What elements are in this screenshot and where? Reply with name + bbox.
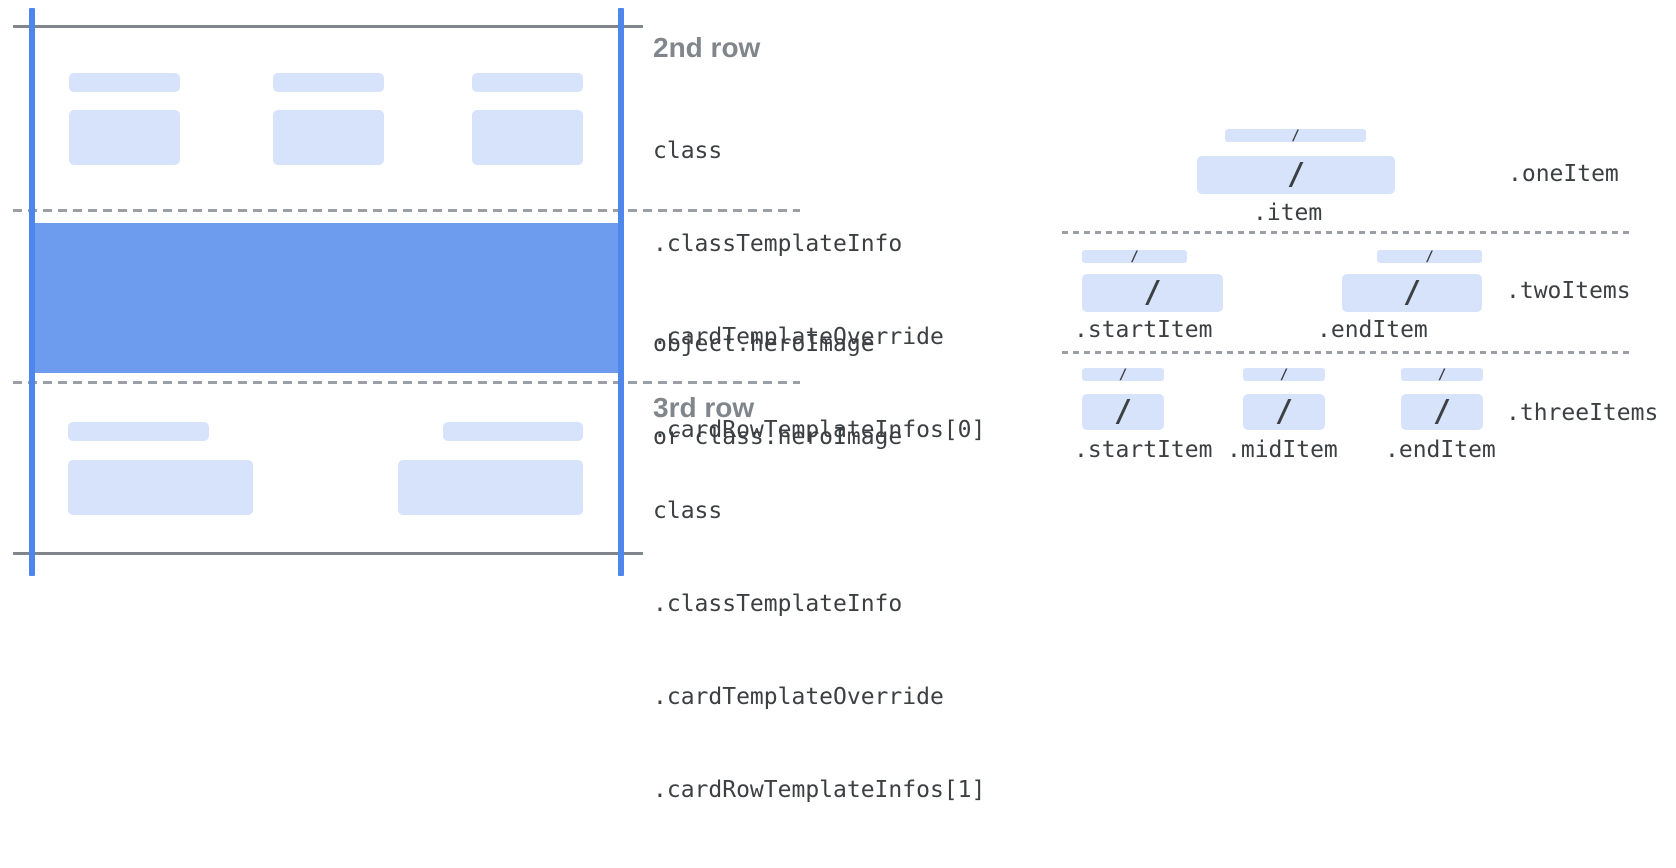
two-items-start-bar-placeholder: /	[1082, 248, 1187, 265]
row2-code-line: .cardRowTemplateInfos[0]	[653, 417, 986, 443]
row3-code-line: class	[653, 498, 723, 524]
slash-glyph: /	[1279, 366, 1289, 383]
one-item-bar-placeholder: /	[1225, 127, 1366, 144]
two-items-group-label: .twoItems	[1506, 278, 1631, 304]
three-items-end-label: .endItem	[1385, 437, 1496, 463]
slash-glyph: /	[1402, 275, 1422, 310]
one-item-group-label: .oneItem	[1508, 161, 1619, 187]
hero-code-line: object.heroImage	[653, 331, 875, 357]
slash-glyph: /	[1113, 394, 1133, 429]
row-items-diagram: / / .item .oneItem / / / / .startItem .e…	[1030, 100, 1676, 480]
three-items-end-bar-placeholder: /	[1401, 366, 1483, 383]
card-left-guide-line	[29, 8, 35, 576]
row2-hero-separator-dashed	[13, 209, 800, 212]
one-two-separator-dashed	[1062, 231, 1630, 234]
row3-col1-value-placeholder	[68, 460, 253, 515]
slash-glyph: /	[1291, 127, 1300, 144]
hero-row3-separator-dashed	[13, 381, 800, 384]
row3-heading: 3rd row	[653, 392, 755, 423]
two-items-start-label: .startItem	[1074, 317, 1213, 343]
card-right-guide-line	[618, 8, 624, 576]
slash-glyph: /	[1437, 366, 1447, 383]
three-items-group-label: .threeItems	[1506, 400, 1659, 426]
three-items-mid-bar-placeholder: /	[1243, 366, 1325, 383]
slash-glyph: /	[1425, 248, 1434, 265]
row3-code-block: class .classTemplateInfo .cardTemplateOv…	[653, 434, 985, 868]
slash-glyph: /	[1286, 157, 1306, 192]
row3-code-line: .cardRowTemplateInfos[1]	[653, 777, 986, 803]
row3-code-line: .cardTemplateOverride	[653, 684, 944, 710]
row2-col3-value-placeholder	[472, 110, 583, 165]
row3-col2-label-placeholder	[443, 422, 583, 441]
row3-col2-value-placeholder	[398, 460, 583, 515]
three-items-start-box-placeholder: /	[1082, 394, 1164, 430]
slash-glyph: /	[1118, 366, 1128, 383]
one-item-box-placeholder: /	[1197, 156, 1395, 194]
hero-code-line: or class.heroImage	[653, 424, 903, 450]
slash-glyph: /	[1432, 394, 1452, 429]
row2-col1-label-placeholder	[69, 73, 180, 92]
row2-col2-label-placeholder	[273, 73, 384, 92]
row2-col2-value-placeholder	[273, 110, 384, 165]
three-items-end-box-placeholder: /	[1401, 394, 1483, 430]
two-items-end-label: .endItem	[1317, 317, 1428, 343]
two-three-separator-dashed	[1062, 351, 1630, 354]
three-items-start-bar-placeholder: /	[1082, 366, 1164, 383]
row2-code-block: class .classTemplateInfo .cardTemplateOv…	[653, 74, 985, 508]
row2-col1-value-placeholder	[69, 110, 180, 165]
row3-col1-label-placeholder	[68, 422, 209, 441]
three-items-mid-box-placeholder: /	[1243, 394, 1325, 430]
row2-code-line: .cardTemplateOverride	[653, 324, 944, 350]
slash-glyph: /	[1143, 275, 1162, 310]
row2-code-line: .classTemplateInfo	[653, 231, 903, 257]
three-items-mid-label: .midItem	[1227, 437, 1338, 463]
one-item-field-label: .item	[1253, 200, 1323, 226]
row2-heading: 2nd row	[653, 32, 761, 63]
card-template-diagram: 2nd row class .classTemplateInfo .cardTe…	[0, 0, 985, 803]
hero-code-block: object.heroImage or class.heroImage	[653, 267, 902, 515]
two-items-start-box-placeholder: /	[1082, 274, 1223, 312]
row2-code-line: class	[653, 138, 723, 164]
three-items-start-label: .startItem	[1074, 437, 1213, 463]
slash-glyph: /	[1130, 248, 1139, 265]
hero-image-band	[29, 223, 624, 373]
row3-code-line: .classTemplateInfo	[653, 591, 903, 617]
two-items-end-box-placeholder: /	[1342, 274, 1482, 312]
card-bottom-boundary-line	[13, 552, 643, 555]
card-top-boundary-line	[13, 25, 643, 28]
two-items-end-bar-placeholder: /	[1377, 248, 1482, 265]
slash-glyph: /	[1274, 394, 1294, 429]
row2-col3-label-placeholder	[472, 73, 583, 92]
